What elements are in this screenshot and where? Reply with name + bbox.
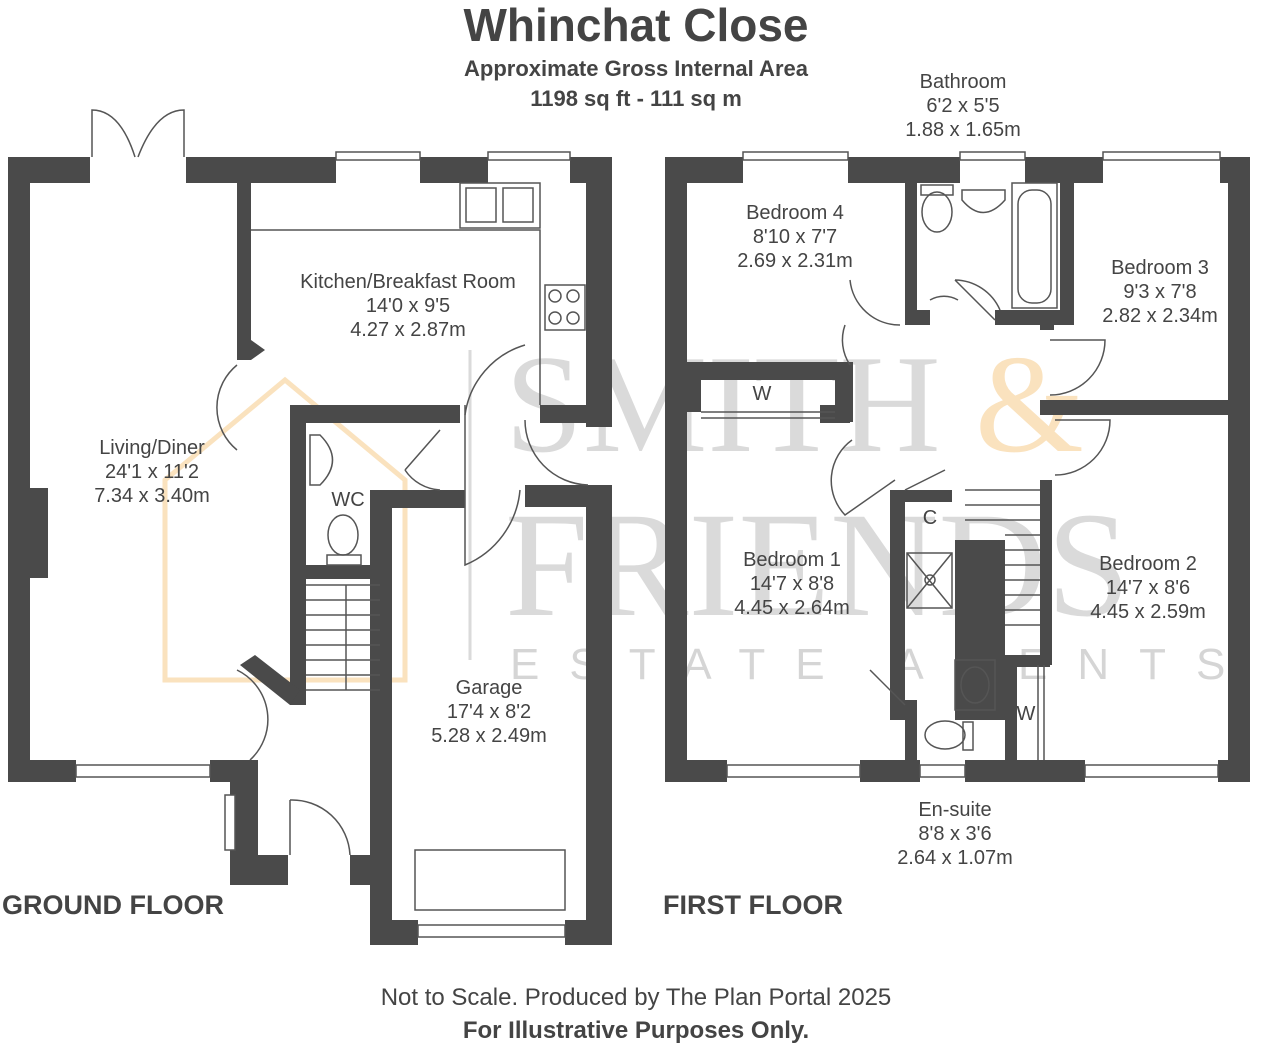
room-label-living-diner: Living/Diner 24'1 x 11'2 7.34 x 3.40m: [94, 436, 210, 508]
room-metric: 2.64 x 1.07m: [897, 847, 1013, 869]
room-imperial: 14'7 x 8'8: [749, 573, 835, 595]
ground-floor-fixtures: [251, 182, 586, 691]
room-label-wardrobe-1: W: [753, 382, 772, 406]
ground-floor-doors: [91, 109, 589, 911]
room-label-en-suite: En-suite 8'8 x 3'6 2.64 x 1.07m: [897, 798, 1013, 870]
first-floor-fixtures: [906, 182, 1058, 751]
room-label-cupboard: C: [923, 506, 937, 530]
room-metric: 4.27 x 2.87m: [350, 319, 466, 341]
room-name: Bathroom: [919, 71, 1007, 93]
ground-floor-label: GROUND FLOOR: [2, 890, 224, 920]
first-floor-windows: [726, 151, 1221, 778]
ground-floor-walls: [8, 157, 612, 945]
room-label-kitchen: Kitchen/Breakfast Room 14'0 x 9'5 4.27 x…: [300, 270, 516, 342]
room-imperial: 14'7 x 8'6: [1105, 577, 1191, 599]
room-label-bedroom-3: Bedroom 3 9'3 x 7'8 2.82 x 2.34m: [1102, 256, 1218, 328]
room-label-bedroom-4: Bedroom 4 8'10 x 7'7 2.69 x 2.31m: [737, 201, 853, 273]
room-name: W: [752, 383, 772, 405]
room-label-wc: WC: [331, 488, 364, 512]
room-label-wardrobe-2: W: [1017, 702, 1036, 726]
footer-illustrative: For Illustrative Purposes Only.: [462, 1017, 810, 1044]
room-metric: 4.45 x 2.59m: [1090, 601, 1206, 623]
room-imperial: 6'2 x 5'5: [926, 95, 1000, 117]
plan-subtitle: Approximate Gross Internal Area: [464, 56, 808, 81]
ground-floor-windows: [75, 151, 571, 938]
watermark-line3: ESTATE AGENTS: [510, 640, 1256, 689]
room-name: En-suite: [918, 799, 992, 821]
room-name: C: [922, 507, 938, 529]
room-name: Living/Diner: [99, 437, 205, 459]
room-metric: 4.45 x 2.64m: [734, 597, 850, 619]
room-imperial: 9'3 x 7'8: [1123, 281, 1197, 303]
room-name: Garage: [455, 677, 523, 699]
room-name: W: [1016, 703, 1036, 725]
room-label-garage: Garage 17'4 x 8'2 5.28 x 2.49m: [431, 676, 547, 748]
first-floor-label: FIRST FLOOR: [663, 890, 843, 920]
room-name: Bedroom 2: [1099, 553, 1197, 575]
room-metric: 5.28 x 2.49m: [431, 725, 547, 747]
plan-title: Whinchat Close: [463, 0, 809, 51]
room-imperial: 24'1 x 11'2: [104, 461, 199, 483]
room-name: Bedroom 4: [746, 202, 844, 224]
room-metric: 2.82 x 2.34m: [1102, 305, 1218, 327]
room-imperial: 17'4 x 8'2: [446, 701, 532, 723]
room-label-bedroom-1: Bedroom 1 14'7 x 8'8 4.45 x 2.64m: [734, 548, 850, 620]
room-name: Bedroom 3: [1111, 257, 1209, 279]
room-name: Bedroom 1: [743, 549, 841, 571]
room-imperial: 8'8 x 3'6: [918, 823, 992, 845]
room-name: WC: [331, 489, 365, 511]
plan-total-area: 1198 sq ft - 111 sq m: [530, 86, 742, 111]
first-floor-walls: [665, 157, 1250, 782]
room-name: Kitchen/Breakfast Room: [300, 271, 516, 293]
room-label-bathroom: Bathroom 6'2 x 5'5 1.88 x 1.65m: [905, 70, 1021, 142]
room-metric: 2.69 x 2.31m: [737, 250, 853, 272]
watermark-line1: SMITH: [505, 327, 941, 482]
first-floor-doors: [701, 279, 1111, 760]
footer-disclaimer: Not to Scale. Produced by The Plan Porta…: [380, 984, 892, 1011]
room-metric: 7.34 x 3.40m: [94, 485, 210, 507]
room-imperial: 8'10 x 7'7: [752, 226, 838, 248]
room-label-bedroom-2: Bedroom 2 14'7 x 8'6 4.45 x 2.59m: [1090, 552, 1206, 624]
room-imperial: 14'0 x 9'5: [365, 295, 451, 317]
room-metric: 1.88 x 1.65m: [905, 119, 1021, 141]
